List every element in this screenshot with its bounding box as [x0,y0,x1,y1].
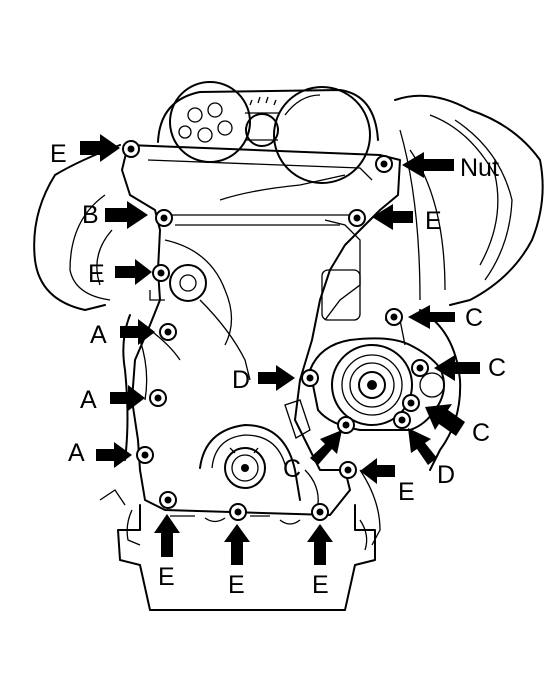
bolt-group [122,140,429,521]
arrow-c-lower [310,430,342,465]
arrow-b [105,201,148,229]
bolt-e-bottom-left [159,491,177,509]
label-c-right: C [488,354,506,382]
arrow-c-right-lower [425,404,465,436]
label-e-bottom-right: E [312,571,329,599]
label-group: E Nut B E E C A C D A C A C D E E E E [50,140,506,599]
arrow-a-middle [110,385,145,411]
arrow-e-bottom-middle [224,524,250,565]
arrow-a-lower [96,442,132,468]
bolt-e-bottom-right [311,503,329,521]
arrow-group [80,134,480,565]
label-e-left-mid: E [88,260,105,288]
bolt-c-right [411,359,429,377]
label-b: B [82,201,99,229]
oil-pan [99,489,376,611]
bolt-e-right-lower [339,461,357,479]
bolt-d-right [393,411,411,429]
label-c-right-lower: C [472,419,490,447]
arrow-d-right [408,428,437,465]
label-e-bottom-left: E [158,563,175,591]
label-a-lower: A [68,439,85,467]
bolt-e-right-upper [348,209,366,227]
label-e-right-lower: E [398,478,415,506]
arrow-e-bottom-right [307,524,333,565]
label-c-top: C [465,304,483,332]
arrow-e-right-lower [360,458,395,484]
arrow-e-right-upper [372,204,413,230]
bolt-nut [375,155,393,173]
bolt-b [155,209,173,227]
camshaft-sprocket-area [157,81,379,184]
label-e-right-upper: E [425,207,442,235]
arrow-c-right [434,355,480,381]
label-c-lower: C [283,455,301,483]
label-a-upper: A [90,321,107,349]
bolt-a-middle [149,389,167,407]
arrow-d-left [258,365,295,391]
bolt-c-top [385,308,403,326]
label-a-middle: A [80,386,97,414]
label-d-right: D [437,461,455,489]
arrow-e-bottom-left [154,514,180,557]
arrow-e-upper-left [80,134,120,162]
bolt-e-bottom-middle [229,503,247,521]
crankshaft-pulley [199,424,301,501]
bolt-a-lower [136,446,154,464]
bolt-e-left-mid [152,264,170,282]
bolt-a-upper [159,323,177,341]
arrow-nut [402,152,454,178]
arrow-e-left-mid [115,259,152,285]
label-e-upper-left: E [50,140,67,168]
label-d-left: D [232,366,250,394]
timing-chain-cover [121,144,401,516]
bolt-d-left [301,369,319,387]
oil-filter-boss [169,264,207,302]
label-nut: Nut [460,154,499,182]
label-e-bottom-middle: E [228,571,245,599]
bolt-e-upper-left [122,140,140,158]
bolt-c-lower [337,416,355,434]
arrow-c-top [408,305,455,329]
arrow-a-upper [120,319,155,345]
bolt-c-right-lower [402,394,420,412]
